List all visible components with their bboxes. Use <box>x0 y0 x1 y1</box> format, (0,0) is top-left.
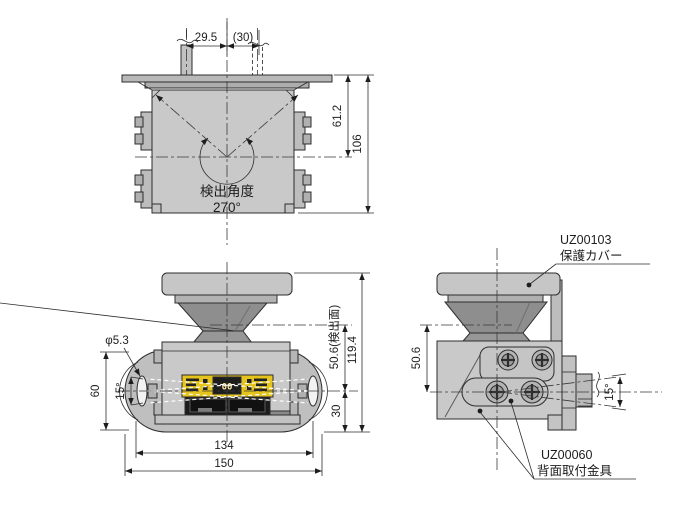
detection-angle-value: 270° <box>213 200 241 215</box>
dim-side-height: 50.6 <box>411 325 430 392</box>
side-beam-fan <box>499 371 619 408</box>
front-indicator-panel: 00 <box>181 374 274 398</box>
cover-part-no: UZ00103 <box>560 233 611 247</box>
dim-beam-angle-front: 15° <box>115 376 144 406</box>
detection-angle-label: 検出角度 <box>200 184 254 199</box>
dim-widths: 134 150 <box>124 421 323 476</box>
bracket-part-no: UZ00060 <box>541 448 592 462</box>
leader-dot <box>477 408 483 414</box>
top-view: 検出角度 270° 29.5 (30) 61.2 106 <box>121 18 374 245</box>
dim-30: 30 <box>331 405 343 418</box>
dim-phi-5-3: φ5.3 <box>105 335 128 347</box>
dim-50-6-side: 50.6 <box>411 347 423 369</box>
side-protective-cover <box>436 272 561 296</box>
dim-hole-dia: φ5.3 <box>105 335 141 377</box>
front-scan-window <box>0 302 269 344</box>
dim-front-heights: 50.6(検出面) 30 119.4 <box>294 272 370 433</box>
display-value: 00 <box>222 383 233 393</box>
dim-150: 150 <box>214 458 233 470</box>
front-view: 00 φ5.3 60 <box>0 262 370 476</box>
label-protective-cover: UZ00103 保護カバー <box>526 233 650 288</box>
front-lower-black-section <box>184 396 271 416</box>
detection-ray-right <box>226 94 299 158</box>
bracket-part-name: 背面取付金具 <box>537 463 613 478</box>
dim-15-front: 15° <box>115 382 127 399</box>
bolt-icon <box>497 349 519 371</box>
detection-ray-left <box>155 94 228 158</box>
dim-bracket-height: 60 <box>90 351 129 431</box>
dim-top-heights: 61.2 106 <box>298 74 374 214</box>
dim-61-2: 61.2 <box>332 105 344 127</box>
side-view: 50.6 15° UZ00103 保護カバー UZ00060 背面取付金具 <box>411 233 662 480</box>
leader-dot <box>526 282 532 288</box>
dim-50-6-front: 50.6(検出面) <box>327 305 341 370</box>
dim-60: 60 <box>90 385 102 398</box>
dim-beam-angle-side: 15° <box>604 373 627 411</box>
bolt-icon <box>531 349 553 371</box>
dim-29-5: 29.5 <box>195 32 217 44</box>
detection-angle-arc <box>199 137 255 185</box>
dim-15-side: 15° <box>604 383 616 400</box>
top-body <box>151 89 295 214</box>
dim-30-ref: (30) <box>233 32 254 44</box>
scan-beam-lines <box>146 378 309 404</box>
dim-106: 106 <box>352 134 364 153</box>
dim-cable-offsets: 29.5 (30) <box>186 22 260 55</box>
label-rear-bracket: UZ00060 背面取付金具 <box>477 398 636 480</box>
cover-part-name: 保護カバー <box>560 248 623 263</box>
top-side-bolts <box>134 111 312 209</box>
dim-119-4: 119.4 <box>347 335 359 364</box>
side-connector <box>561 355 593 431</box>
leader-dot <box>508 398 514 404</box>
side-scan-window <box>443 301 549 342</box>
dim-134: 134 <box>214 440 234 452</box>
